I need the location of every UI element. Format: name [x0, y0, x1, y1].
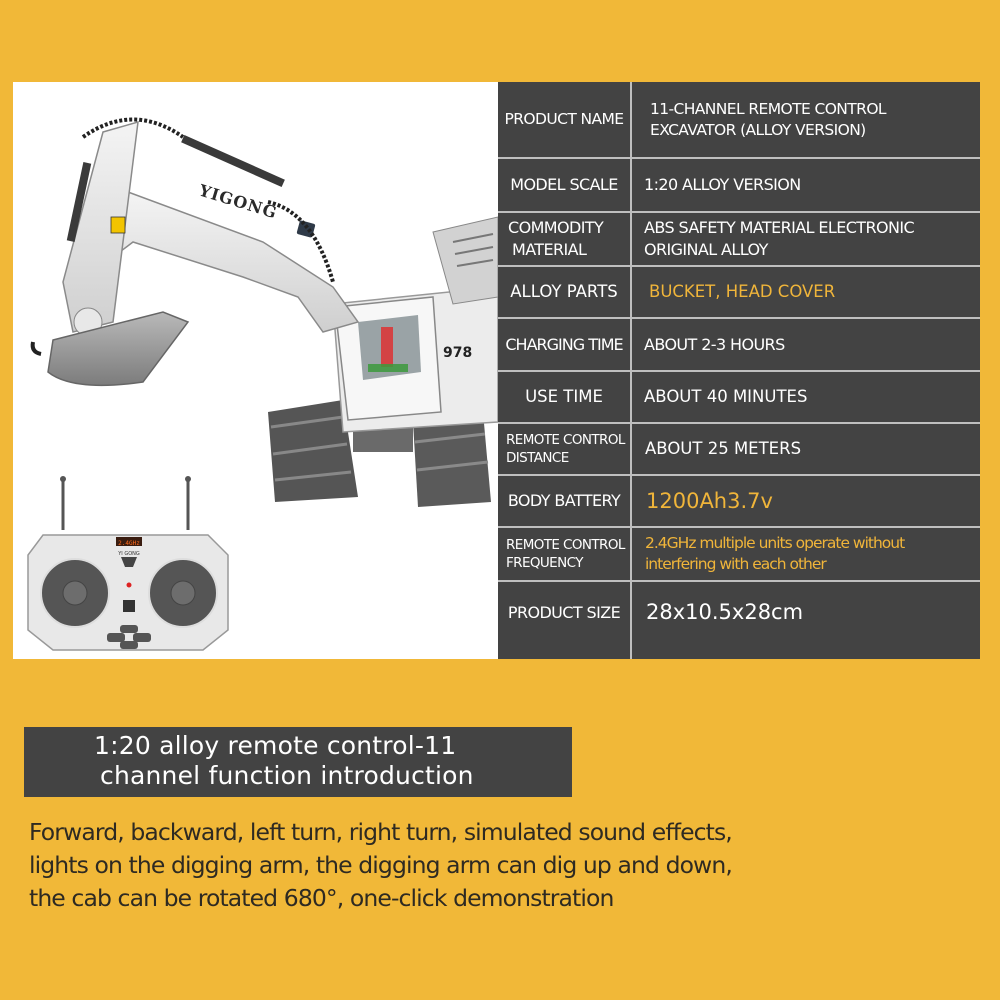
spec-value: BUCKET, HEAD COVER: [649, 281, 836, 301]
spec-label: BODY BATTERY: [498, 476, 632, 526]
spec-row-remote-control-frequency: REMOTE CONTROL FREQUENCY 2.4GHz multiple…: [498, 528, 980, 582]
intro-description-line: Forward, backward, left turn, right turn…: [29, 818, 733, 846]
spec-table: PRODUCT NAME 11-CHANNEL REMOTE CONTROL E…: [498, 82, 980, 659]
spec-row-alloy-parts: ALLOY PARTS BUCKET, HEAD COVER: [498, 267, 980, 319]
spec-value: 11-CHANNEL REMOTE CONTROL EXCAVATOR (ALL…: [650, 99, 887, 139]
intro-title-line-1: 1:20 alloy remote control-11: [94, 731, 457, 760]
spec-row-remote-control-distance: REMOTE CONTROL DISTANCE ABOUT 25 METERS: [498, 424, 980, 476]
spec-label: COMMODITY MATERIAL: [498, 213, 632, 265]
spec-label: USE TIME: [498, 372, 632, 422]
spec-value: ABOUT 25 METERS: [645, 438, 802, 458]
spec-label: REMOTE CONTROL DISTANCE: [498, 424, 632, 474]
spec-value: ABOUT 2-3 HOURS: [644, 334, 785, 354]
spec-row-charging-time: CHARGING TIME ABOUT 2-3 HOURS: [498, 319, 980, 372]
warning-sticker-icon: [110, 216, 126, 234]
frequency-display: 2.4GHz: [118, 540, 140, 547]
spec-row-use-time: USE TIME ABOUT 40 MINUTES: [498, 372, 980, 424]
spec-label: REMOTE CONTROL FREQUENCY: [498, 528, 632, 580]
arm-light-icon: [296, 220, 316, 238]
spec-value: 28x10.5x28cm: [646, 600, 804, 625]
model-number-label: 978: [443, 345, 472, 361]
intro-title-box: 1:20 alloy remote control-11 channel fun…: [24, 727, 572, 797]
spec-row-commodity-material: COMMODITY MATERIAL ABS SAFETY MATERIAL E…: [498, 213, 980, 267]
remote-control: 2.4GHz YI GONG: [27, 476, 229, 651]
brand-label: YIGONG: [196, 180, 280, 222]
spec-value: ABOUT 40 MINUTES: [644, 386, 808, 406]
product-photo: 978 YIGONG 2.4GHz YI GONG: [13, 82, 498, 659]
spec-row-model-scale: MODEL SCALE 1:20 ALLOY VERSION: [498, 159, 980, 213]
bucket-icon: [47, 311, 190, 387]
spec-value: 1:20 ALLOY VERSION: [644, 175, 801, 195]
remote-brand-label: YI GONG: [117, 551, 140, 557]
excavator-illustration: 978 YIGONG 2.4GHz YI GONG: [27, 117, 498, 651]
intro-description-line: the cab can be rotated 680°, one-click d…: [29, 884, 614, 912]
spec-row-product-name: PRODUCT NAME 11-CHANNEL REMOTE CONTROL E…: [498, 82, 980, 159]
spec-value: 2.4GHz multiple units operate without in…: [645, 534, 905, 573]
spec-label: PRODUCT SIZE: [498, 582, 632, 659]
spec-value: ABS SAFETY MATERIAL ELECTRONIC ORIGINAL …: [644, 218, 915, 259]
intro-description-line: lights on the digging arm, the digging a…: [29, 851, 733, 879]
spec-label: MODEL SCALE: [498, 159, 632, 211]
spec-value: 1200Ah3.7v: [646, 488, 773, 513]
spec-row-product-size: PRODUCT SIZE 28x10.5x28cm: [498, 582, 980, 659]
spec-label: CHARGING TIME: [498, 319, 632, 370]
spec-label: PRODUCT NAME: [498, 82, 632, 157]
spec-row-body-battery: BODY BATTERY 1200Ah3.7v: [498, 476, 980, 528]
intro-title-line-2: channel function introduction: [100, 761, 474, 790]
track-icon: [268, 400, 491, 507]
intro-description: Forward, backward, left turn, right turn…: [29, 816, 829, 915]
spec-label: ALLOY PARTS: [498, 267, 632, 317]
